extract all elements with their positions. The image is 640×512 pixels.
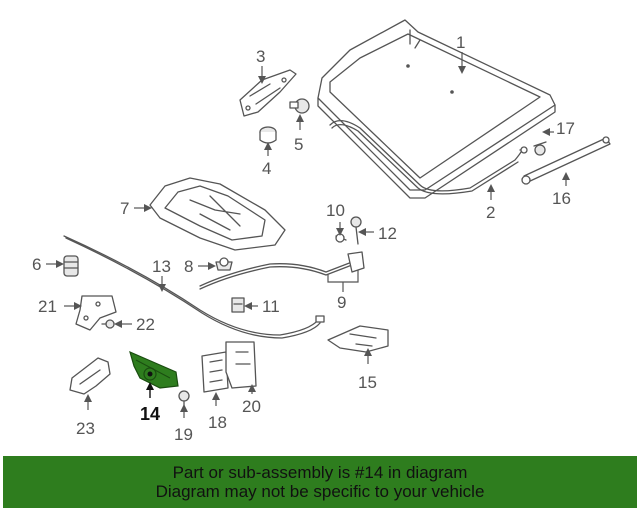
part-16-lift-support <box>521 136 611 185</box>
part-8-clip <box>215 257 233 271</box>
callout-14: 14 <box>140 404 160 424</box>
part-5-bumper <box>289 98 310 114</box>
part-23-bracket <box>69 357 111 395</box>
callout-7: 7 <box>120 199 129 218</box>
callout-19: 19 <box>174 425 193 444</box>
callout-20: 20 <box>242 397 261 416</box>
part-10-bolt <box>335 233 347 243</box>
notice-part-line: Part or sub-assembly is #14 in diagram <box>172 463 468 482</box>
callout-10: 10 <box>326 201 345 220</box>
callout-1: 1 <box>456 33 465 52</box>
callout-11: 11 <box>262 297 280 316</box>
part-21-latch-bracket <box>75 295 117 331</box>
callout-18: 18 <box>208 413 227 432</box>
callout-23: 23 <box>76 419 95 438</box>
callout-16: 16 <box>552 189 571 208</box>
callout-3: 3 <box>256 47 265 66</box>
callout-22: 22 <box>136 315 155 334</box>
callout-5: 5 <box>294 135 303 154</box>
parts-diagram: 1 2 3 4 5 7 <box>32 19 611 444</box>
part-22-bolt <box>101 319 115 329</box>
callout-8: 8 <box>184 257 193 276</box>
callout-13: 13 <box>152 257 171 276</box>
part-19-bolt <box>178 390 190 407</box>
fitment-notice-banner: Part or sub-assembly is #14 in diagram D… <box>3 456 637 508</box>
callout-15: 15 <box>358 373 377 392</box>
part-15-striker <box>327 325 389 353</box>
part-2-weatherstrip <box>329 120 528 195</box>
part-11-clip <box>231 297 245 313</box>
part-7-insulator <box>149 177 286 251</box>
callout-12: 12 <box>378 224 397 243</box>
part-1-hood <box>317 19 556 199</box>
callout-21: 21 <box>38 297 57 316</box>
callout-4: 4 <box>262 159 271 178</box>
part-14-latch-highlighted <box>129 350 179 389</box>
callout-6: 6 <box>32 255 41 274</box>
callout-17: 17 <box>556 119 575 138</box>
callout-2: 2 <box>486 203 495 222</box>
part-13-release-cable <box>63 235 325 339</box>
part-17-ball-stud <box>533 141 547 156</box>
part-6-bumper <box>63 255 79 277</box>
part-18-bracket <box>201 351 229 393</box>
part-4-bumper <box>259 126 277 144</box>
part-20-plate <box>225 341 257 389</box>
part-3-hinge <box>239 69 297 117</box>
notice-disclaimer-line: Diagram may not be specific to your vehi… <box>155 482 485 501</box>
callout-9: 9 <box>337 293 346 312</box>
part-12-handle <box>350 216 362 245</box>
